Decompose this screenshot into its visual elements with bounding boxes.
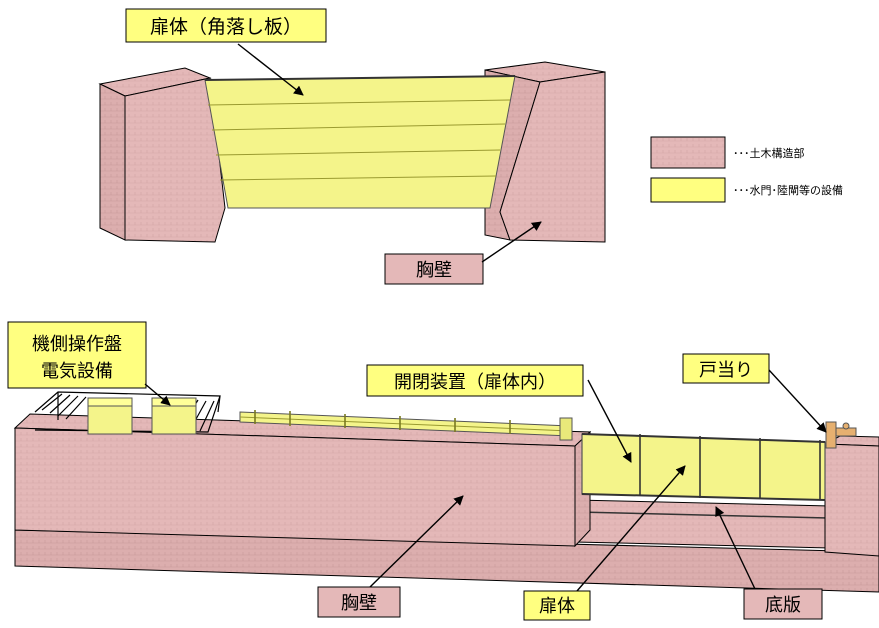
legend-equipment-text: ･･･水門･陸閘等の設備 (733, 183, 843, 197)
label-bottom-leaf: 扉体 (523, 590, 591, 621)
stoplog-plank-lines (207, 99, 511, 181)
legend: ･･･土木構造部 ･･･水門･陸閘等の設備 (650, 136, 843, 203)
control-panel-boxes (87, 397, 197, 435)
legend-civil-text: ･･･土木構造部 (733, 146, 805, 160)
opening-device-shaft (239, 410, 573, 441)
label-machine-panel: 機側操作盤 電気設備 (7, 321, 147, 389)
door-stop-fitting (825, 421, 857, 449)
arrow-top-wall (481, 221, 542, 263)
label-top-wall: 胸壁 (384, 253, 484, 285)
label-top-leaf-text: 扉体（角落し板） (150, 16, 302, 38)
label-base-slab-text: 底版 (765, 595, 801, 616)
label-machine-line1: 機側操作盤 (32, 334, 122, 355)
right-wall-side (499, 71, 606, 243)
label-top-wall-text: 胸壁 (416, 260, 452, 281)
arrow-opening-device (587, 379, 632, 463)
sliding-gate-leaf (581, 433, 826, 501)
legend-swatch-civil (650, 136, 726, 169)
control-panel-railing (34, 391, 221, 433)
gate-pit-floor (574, 499, 831, 549)
base-slab-strip (14, 529, 879, 593)
label-opening-device: 開閉装置（扉体内） (366, 364, 584, 397)
legend-swatch-equipment (650, 177, 726, 203)
right-block-front (824, 443, 879, 557)
label-top-leaf: 扉体（角落し板） (125, 8, 327, 43)
label-base-slab: 底版 (743, 588, 823, 620)
label-machine-line2: 電気設備 (41, 361, 113, 382)
label-door-stop-text: 戸当り (699, 360, 753, 381)
arrow-bottom-wall (369, 495, 464, 588)
label-door-stop: 戸当り (682, 353, 770, 384)
left-wall-side (124, 77, 226, 243)
arrow-machine-panel (144, 383, 171, 406)
top-figure (98, 61, 606, 243)
label-bottom-wall: 胸壁 (317, 586, 401, 618)
arrow-top-leaf (237, 43, 304, 96)
left-wall-front (99, 83, 126, 241)
bottom-figure (13, 391, 879, 593)
long-wall-front (14, 427, 576, 547)
label-opening-device-text: 開閉装置（扉体内） (394, 372, 556, 393)
arrow-bottom-leaf (576, 465, 686, 592)
arrow-door-stop (768, 369, 827, 433)
label-bottom-leaf-text: 扉体 (539, 596, 575, 617)
stoplog-leaf (204, 75, 516, 209)
label-bottom-wall-text: 胸壁 (341, 593, 377, 614)
arrow-base-slab (715, 506, 756, 590)
